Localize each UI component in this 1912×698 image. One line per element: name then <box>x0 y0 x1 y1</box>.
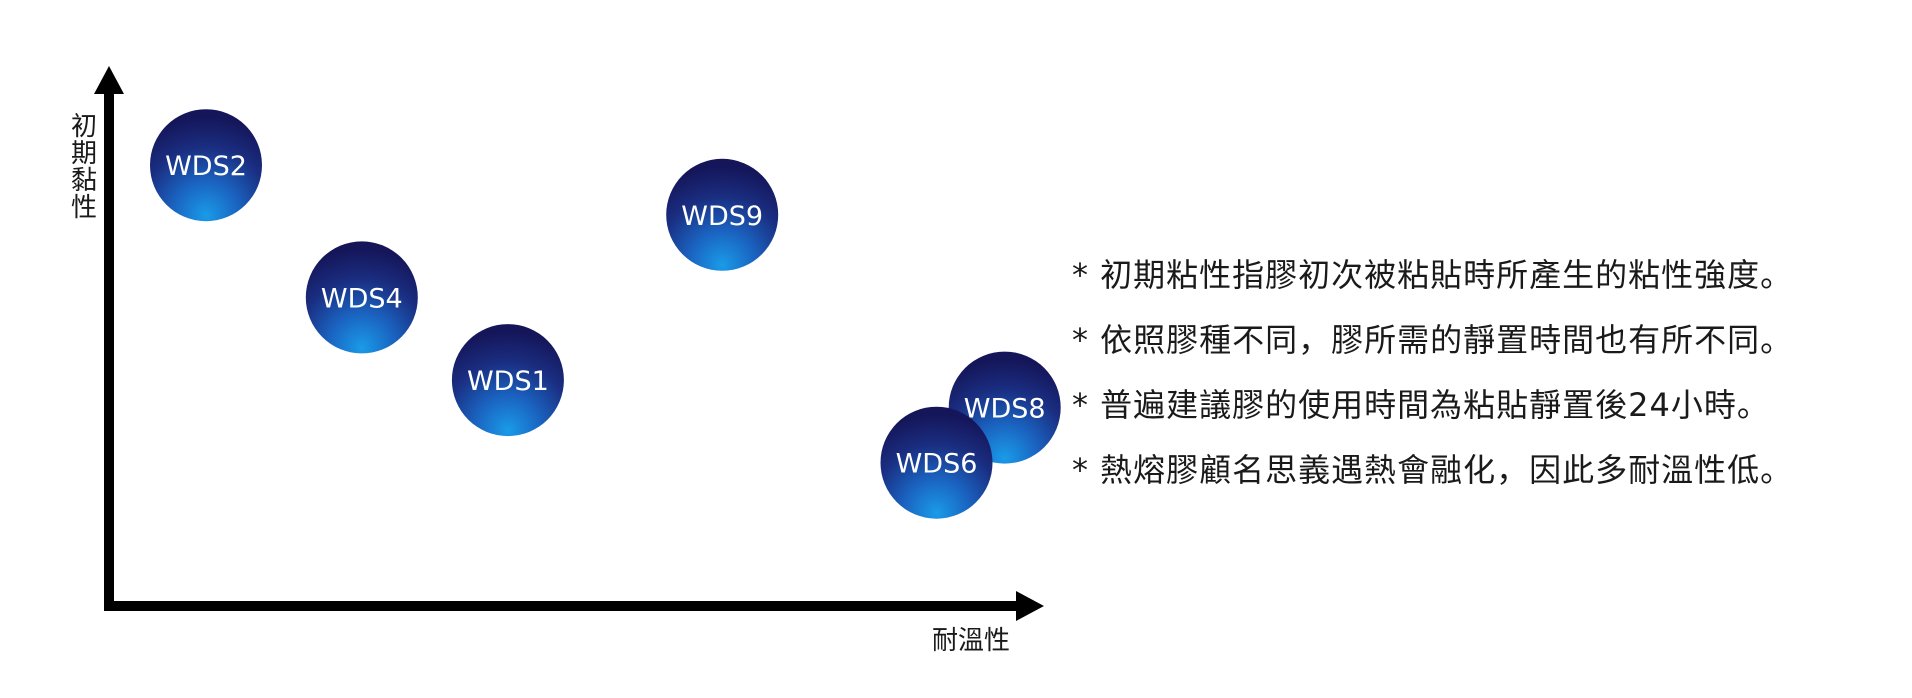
bubble-wds4: WDS4 <box>305 241 418 354</box>
axes-layer <box>94 66 1044 621</box>
x-axis-line <box>104 601 1020 611</box>
note-item: * 初期粘性指膠初次被粘貼時所產生的粘性強度。 <box>1072 256 1794 294</box>
note-item: * 依照膠種不同，膠所需的靜置時間也有所不同。 <box>1072 321 1794 359</box>
bubble-wds1: WDS1 <box>451 324 564 437</box>
bubble-label: WDS6 <box>896 449 978 480</box>
bubble-circle <box>451 324 564 437</box>
bubble-label: WDS9 <box>681 201 763 232</box>
y-axis-label: 初期黏性 <box>71 112 97 223</box>
notes-list: * 初期粘性指膠初次被粘貼時所產生的粘性強度。 * 依照膠種不同，膠所需的靜置時… <box>1072 243 1902 503</box>
bubble-label: WDS4 <box>321 283 403 314</box>
y-axis-arrow <box>94 66 124 94</box>
note-item: * 普遍建議膠的使用時間為粘貼靜置後24小時。 <box>1072 386 1770 424</box>
bubble-circle <box>666 158 779 271</box>
x-axis-label: 耐溫性 <box>932 626 1010 656</box>
bubble-circle <box>150 109 262 222</box>
bubble-circle <box>880 406 993 519</box>
x-axis-arrow <box>1016 591 1044 621</box>
bubble-label: WDS2 <box>165 151 247 182</box>
bubble-wds9: WDS9 <box>666 158 779 271</box>
note-item: * 熱熔膠顧名思義遇熱會融化，因此多耐溫性低。 <box>1072 451 1794 489</box>
y-axis-line <box>104 90 114 611</box>
bubble-wds2: WDS2 <box>150 109 262 222</box>
bubble-circle <box>305 241 418 354</box>
bubble-label: WDS1 <box>467 366 549 397</box>
bubble-wds6: WDS6 <box>880 406 993 519</box>
bubble-label: WDS8 <box>964 394 1046 425</box>
